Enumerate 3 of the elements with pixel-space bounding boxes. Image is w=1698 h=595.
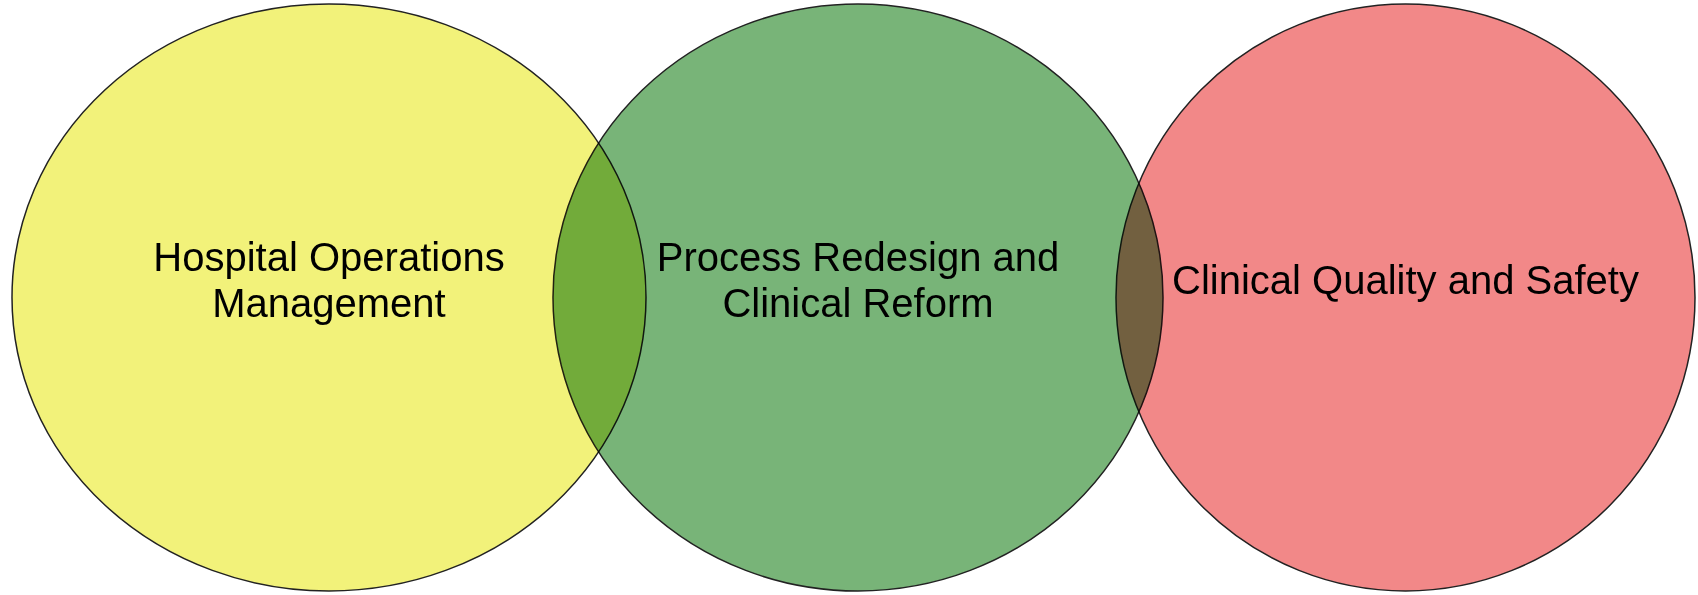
circle-label: Clinical Quality and Safety	[1172, 256, 1639, 303]
circle-label: Hospital Operations Management	[152, 233, 506, 326]
circle-label: Process Redesign and Clinical Reform	[655, 233, 1061, 326]
